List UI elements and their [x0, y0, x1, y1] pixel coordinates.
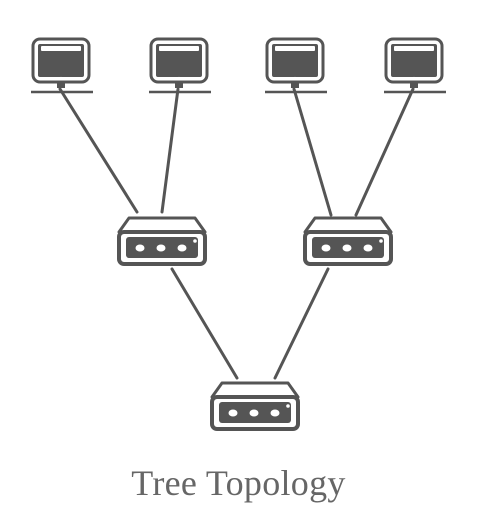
- diagram-caption: Tree Topology: [131, 463, 346, 503]
- link-computer-1-left-switch: [58, 87, 139, 214]
- link-left-switch-root: [170, 267, 239, 380]
- right-switch-icon: [303, 216, 393, 266]
- link-computer-2-left-switch: [160, 87, 180, 214]
- connections: [58, 87, 415, 380]
- computer-4-monitor-icon: [382, 37, 448, 94]
- computers: [29, 37, 448, 94]
- root-switch-icon: [210, 381, 300, 431]
- left-switch-icon: [117, 216, 207, 266]
- link-computer-4-right-switch: [354, 87, 415, 217]
- switches: [117, 216, 393, 431]
- computer-1-monitor-icon: [29, 37, 95, 94]
- computer-2-monitor-icon: [147, 37, 213, 94]
- link-computer-3-right-switch: [292, 87, 333, 217]
- link-right-switch-root: [273, 267, 330, 380]
- computer-3-monitor-icon: [263, 37, 329, 94]
